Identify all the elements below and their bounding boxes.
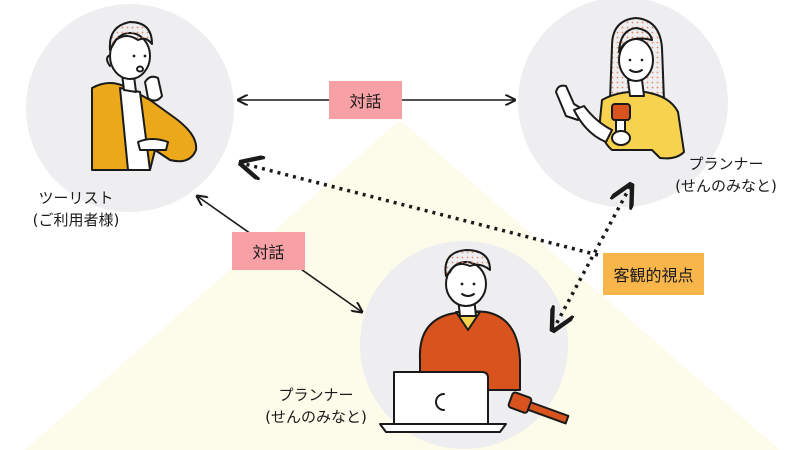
- planner-with-microphone-illustration: [555, 17, 685, 160]
- planner-bottom-name: プランナー: [278, 386, 354, 404]
- tourist-name: ツーリスト: [38, 189, 114, 207]
- planner-bottom-label: プランナー (せんのみなと): [254, 384, 378, 428]
- objective-label: 客観的視点: [603, 253, 704, 295]
- objective-arrow-planners: [553, 185, 631, 330]
- planner-top-sub: (せんのみなと): [675, 177, 777, 195]
- planner-top-name: プランナー: [688, 155, 764, 173]
- objective-arrow-to-tourist: [241, 163, 599, 257]
- tourist-label: ツーリスト (ご利用者様): [14, 187, 138, 231]
- planner-with-laptop-illustration: [379, 249, 570, 433]
- planner-top-label: プランナー (せんのみなと): [664, 153, 788, 197]
- dialogue-left-label: 対話: [232, 232, 305, 270]
- dialogue-top-label: 対話: [329, 81, 402, 119]
- planner-bottom-sub: (せんのみなと): [265, 408, 367, 426]
- tourist-illustration: [91, 21, 198, 171]
- tourist-sub: (ご利用者様): [32, 211, 120, 229]
